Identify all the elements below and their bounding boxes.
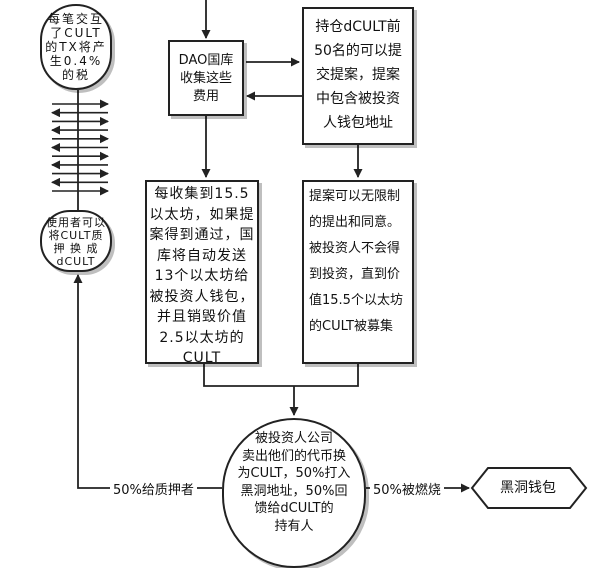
- proposal-node: 提案可以无限制 的提出和同意。 被投资人不会得 到投资，直到价 值15.5个以太…: [302, 180, 414, 364]
- flow-connectors: [51, 0, 588, 509]
- edge-merge: [203, 364, 359, 387]
- dao-treasury-node: DAO国库 收集这些 费用: [168, 40, 244, 116]
- blackhole-shape: [470, 467, 588, 509]
- blackhole-label: 黑洞钱包: [500, 480, 556, 496]
- transaction-arrows-stack: [51, 99, 109, 196]
- collect-node: 每收集到15.5 以太坊，如果提 案得到通过，国 库将自动发送 13个以太坊给 …: [145, 180, 259, 366]
- holders-node: 持仓dCULT前 50名的可以提 交提案，提案 中包含被投资 人钱包地址: [302, 7, 414, 145]
- edge-label-burned: 50%被燃烧: [370, 479, 444, 498]
- sell-node: 被投资人公司 卖出他们的代币换 为CULT，50%打入 黑洞地址，50%回 馈给…: [222, 418, 366, 568]
- edge-label-to-stakers: 50%给质押者: [110, 479, 197, 498]
- tax-node: 每笔交互 了CULT 的TX将产 生0.4% 的税: [40, 4, 112, 90]
- stake-node: 使用者可以 将CULT质 押 换 成 dCULT: [40, 210, 112, 272]
